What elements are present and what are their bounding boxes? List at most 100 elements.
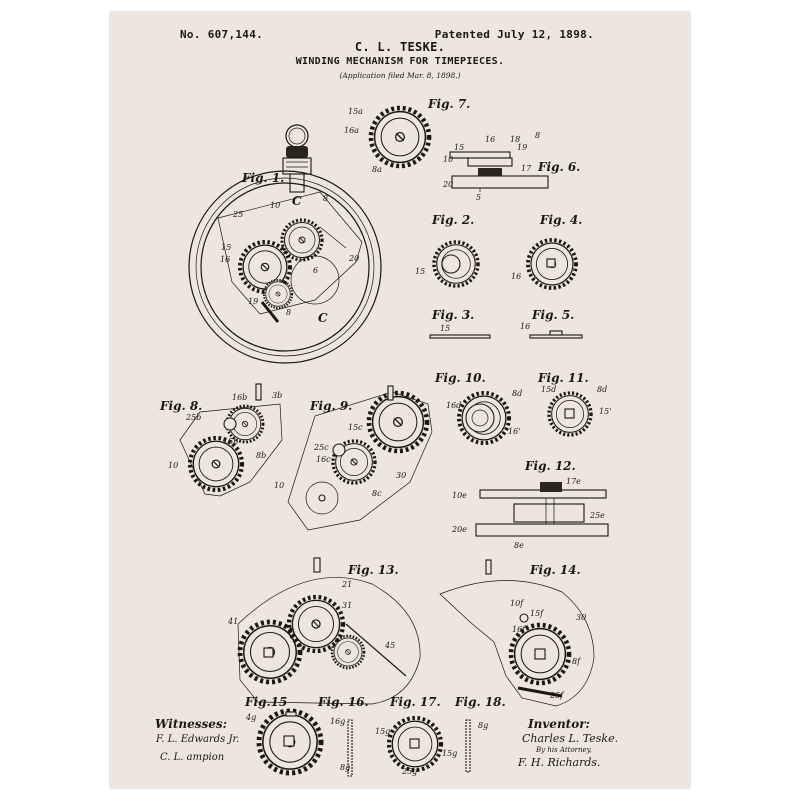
ref-numeral: 10 [168, 461, 178, 470]
ref-numeral: 16f [512, 625, 527, 634]
ref-numeral: 8 [535, 131, 540, 140]
ref-numeral: Fig. 16. [317, 695, 369, 709]
fig2: Fig. 2. 15 [415, 213, 480, 288]
ref-numeral: 20 [348, 254, 359, 263]
ref-numeral: Fig. 3. [431, 308, 474, 322]
witness-1-signature: F. L. Edwards Jr. [156, 734, 240, 745]
ref-numeral: 15 [221, 243, 231, 252]
ref-numeral: Fig. 18. [454, 695, 506, 709]
inventor-name-heading: C. L. TESKE. [354, 40, 446, 54]
inventor-label: Inventor: [528, 717, 590, 731]
ref-numeral: 8g [340, 763, 350, 772]
ref-numeral: Fig. 7. [427, 97, 470, 111]
attorney-signature: F. H. Richards. [518, 756, 601, 769]
fig13: Fig. 13. 21 31 41 45 [227, 557, 421, 705]
ref-numeral: 15c [348, 423, 363, 432]
ref-numeral: Fig.15 [244, 695, 287, 709]
ref-numeral: 30 [396, 471, 406, 480]
ref-numeral: 30 [576, 613, 586, 622]
ref-numeral: 15f [530, 609, 545, 618]
patent-title: WINDING MECHANISM FOR TIMEPIECES. [295, 56, 505, 67]
ref-numeral: Fig. 2. [431, 213, 474, 227]
ref-numeral: 45 [384, 641, 395, 650]
attorney-line: By his Attorney, [536, 746, 592, 754]
ref-numeral: 25 [232, 210, 243, 219]
ref-numeral: 15d [541, 385, 556, 394]
ref-numeral: 15' [599, 407, 611, 416]
ref-numeral: 10 [443, 155, 453, 164]
fig4: Fig. 4. 16 [511, 213, 582, 290]
fig17: Fig. 17. 15g 25g 15g [375, 695, 457, 776]
ref-numeral: 16 [485, 135, 495, 144]
ref-numeral: 25e [589, 511, 605, 520]
fig7: Fig. 7. 15a 16a 8a [344, 97, 470, 174]
ref-numeral: Fig. 9. [309, 399, 352, 413]
ref-numeral: 8g [478, 721, 488, 730]
ref-numeral: Fig. 5. [531, 308, 574, 322]
ref-numeral: 8 [286, 308, 291, 317]
ref-numeral: 17 [521, 164, 532, 173]
witness-2-signature: C. L. ampion [160, 752, 225, 763]
ref-numeral: C [292, 194, 302, 208]
ref-numeral: Fig. 10. [434, 371, 486, 385]
ref-numeral: 21 [341, 580, 352, 589]
patent-number: No. 607,144. [180, 28, 264, 41]
ref-numeral: 16 [220, 255, 230, 264]
fig10: Fig. 10. 16d 8d 16' [434, 371, 522, 445]
application-filed: (Application filed Mar. 8, 1898.) [339, 71, 461, 80]
patent-drawing: Fig. 1. 10 8 25 15 16 6 20 19 8 C C Fig.… [159, 97, 611, 777]
ref-numeral: 15g [375, 727, 390, 736]
ref-numeral: Fig. 13. [347, 563, 399, 577]
fig15: Fig.15 4g [244, 695, 321, 773]
ref-numeral: 8d [512, 389, 522, 398]
ref-numeral: Fig. 6. [537, 160, 580, 174]
ref-numeral: 8 [323, 194, 328, 203]
ref-numeral: 8b [256, 451, 266, 460]
ref-numeral: 10 [270, 201, 280, 210]
fig11: Fig. 11. 15d 8d 15' [537, 371, 611, 437]
ref-numeral: 20 [442, 180, 453, 189]
ref-numeral: 8e [514, 541, 524, 550]
ref-numeral: 15a [348, 107, 363, 116]
ref-numeral: Fig. 8. [159, 399, 202, 413]
ref-numeral: 16g [330, 717, 345, 726]
patent-date: Patented July 12, 1898. [434, 28, 594, 41]
ref-numeral: 19 [517, 143, 527, 152]
ref-numeral: Fig. 12. [524, 459, 576, 473]
ref-numeral: 16 [520, 322, 530, 331]
ref-numeral: 16 [511, 272, 521, 281]
fig9: Fig. 9. 15c 25c 16c 10 30 8c [274, 385, 433, 531]
fig14: Fig. 14. 10f 15f 16f 30 8f 25f [439, 559, 595, 707]
ref-numeral: Fig. 14. [529, 563, 581, 577]
ref-numeral: 10f [510, 599, 525, 608]
ref-numeral: Fig. 17. [389, 695, 441, 709]
ref-numeral: 15 [454, 143, 464, 152]
ref-numeral: 8c [372, 489, 382, 498]
witnesses-label: Witnesses: [155, 717, 228, 731]
ref-numeral: 3b [272, 391, 282, 400]
ref-numeral: 10e [452, 491, 467, 500]
ref-numeral: 25f [549, 691, 565, 700]
ref-numeral: 10 [274, 481, 284, 490]
ref-numeral: 16b [232, 393, 247, 402]
ref-numeral: 16' [508, 427, 520, 436]
patent-sheet: No. 607,144. Patented July 12, 1898. C. … [110, 12, 690, 788]
fig1-watch: Fig. 1. 10 8 25 15 16 6 20 19 8 C C [188, 124, 382, 364]
ref-numeral: 16a [344, 126, 359, 135]
fig16: Fig. 16. 16g 8g [317, 695, 369, 777]
ref-numeral: 18 [510, 135, 520, 144]
fig3: Fig. 3. 15 [429, 308, 491, 339]
ref-numeral: 4g [245, 713, 256, 722]
ref-numeral: 16c [316, 455, 331, 464]
ref-numeral: 8d [597, 385, 607, 394]
ref-numeral: Fig. 11. [537, 371, 589, 385]
ref-numeral: C [318, 311, 328, 325]
ref-numeral: 16d [446, 401, 461, 410]
ref-numeral: 25g [401, 767, 417, 776]
ref-numeral: 31 [342, 601, 352, 610]
ref-numeral: 20e [451, 525, 467, 534]
ref-numeral: 5 [476, 193, 481, 202]
inventor-signature: Charles L. Teske. [522, 732, 619, 745]
fig18: Fig. 18. 8g [454, 695, 506, 773]
ref-numeral: 25c [313, 443, 329, 452]
